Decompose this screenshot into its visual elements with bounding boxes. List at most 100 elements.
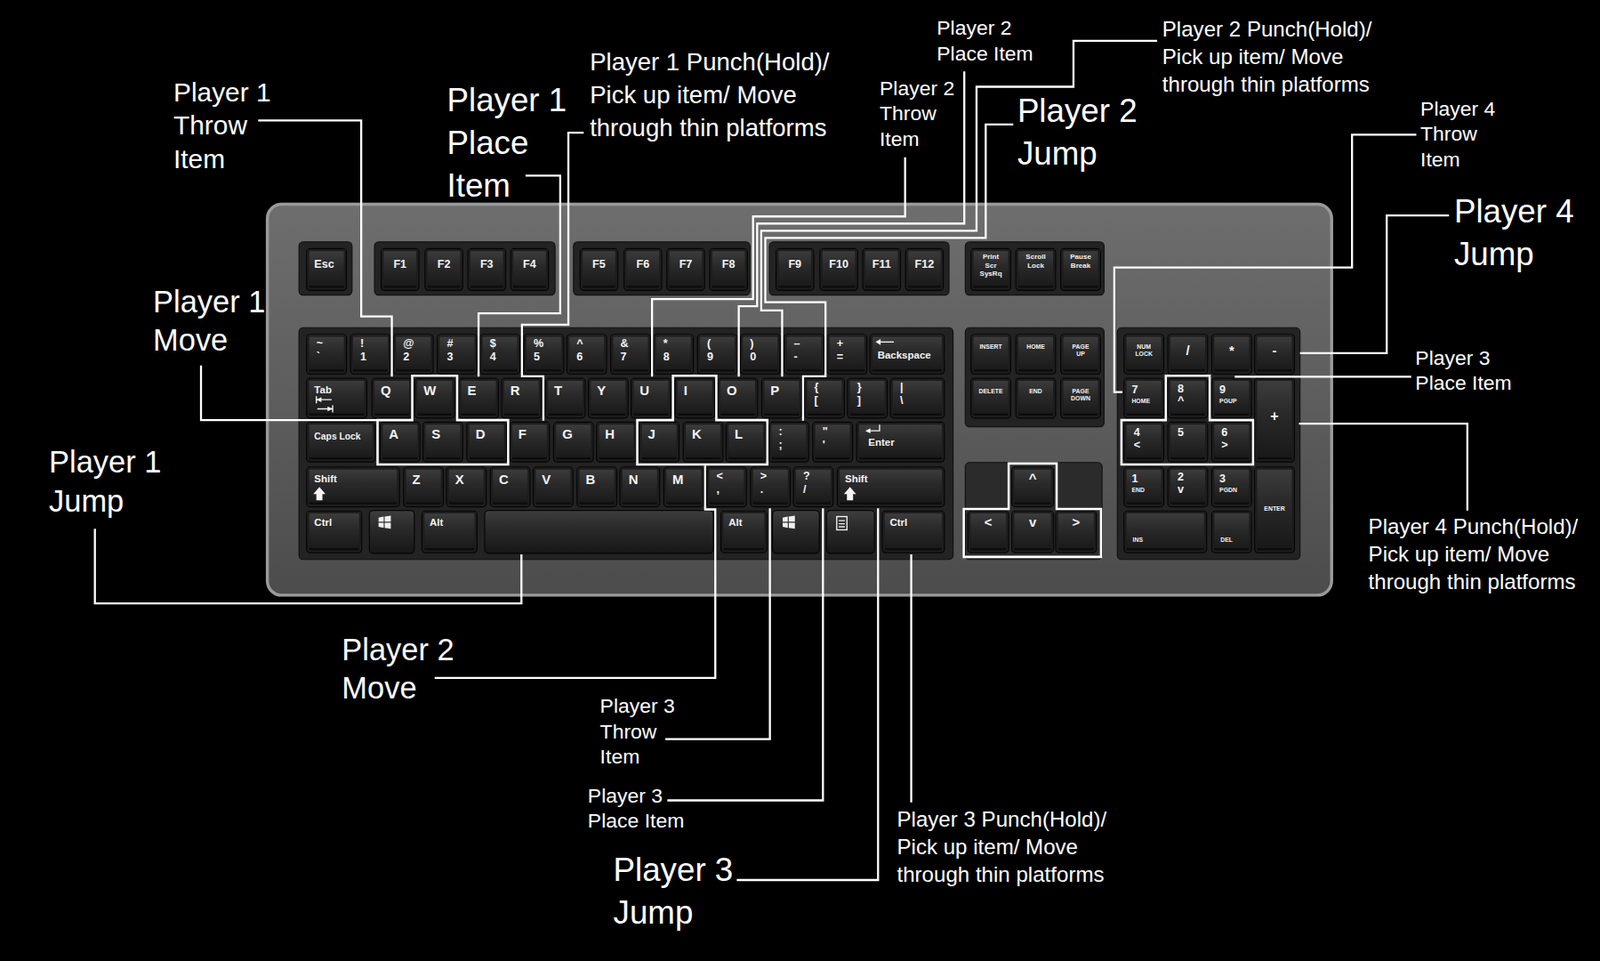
callout-label: Player 2 Move (341, 630, 469, 707)
key-legend: J (648, 426, 679, 443)
keycap: Shift (305, 466, 401, 507)
leader-line (478, 175, 561, 377)
callout-label: Player 4 Jump (1454, 189, 1598, 275)
key-legend: F2 (425, 257, 462, 271)
keycap: {[ (804, 377, 845, 419)
leader-line (1234, 375, 1411, 378)
leader-lines (95, 40, 1468, 880)
key-legend: C (498, 471, 530, 487)
keycap: END (1015, 377, 1057, 419)
keycap: F12 (905, 248, 945, 291)
windows-key (369, 510, 414, 554)
callout-label: Player 1 Place Item (447, 78, 580, 208)
keycap: O (717, 377, 759, 419)
keycap: B (576, 466, 618, 507)
keycap: HOME (1015, 333, 1057, 375)
key-legend: 9 (1219, 382, 1252, 395)
key-legend: Esc (313, 257, 346, 271)
key-legend: 8 (663, 350, 693, 364)
key-legend: Q (380, 382, 411, 398)
key-legend: F4 (511, 257, 548, 271)
key-legend: ; (778, 437, 808, 451)
key-legend: { (814, 380, 845, 394)
logo-pane (385, 522, 392, 529)
key-well (298, 241, 353, 296)
keycap: #3 (436, 333, 478, 375)
key-legend: N (628, 471, 660, 487)
keycap: W (414, 377, 456, 419)
leader-line (665, 507, 771, 739)
keycap: 6> (1211, 421, 1253, 463)
keycap: PauseBreak (1060, 248, 1102, 291)
key-well (374, 241, 555, 296)
key-legend: K (691, 426, 723, 443)
keycap: < (967, 510, 1010, 554)
key-legend: 8 (1177, 381, 1207, 394)
keycap: F (509, 421, 551, 463)
keycap: Enter (856, 421, 946, 463)
keycap: $4 (479, 333, 521, 375)
key-legend: Z (412, 471, 443, 487)
key-group-outline (1121, 375, 1254, 465)
key-legend: ^ (576, 337, 606, 351)
keycap: NUM LOCK (1123, 333, 1165, 375)
key-legend: 1 (360, 350, 390, 364)
key-legend: Alt (728, 516, 766, 530)
leader-line (909, 554, 912, 803)
leader-line (257, 120, 392, 377)
key-legend: W (423, 382, 454, 398)
callout-label: Player 2 Jump (1017, 88, 1161, 175)
keycap: 5 (1167, 421, 1209, 463)
key-legend: / (803, 482, 833, 497)
leader-line (761, 40, 1158, 377)
keycap: DEL (1211, 510, 1253, 554)
key-icons (316, 341, 894, 431)
key-legend: ^ (1177, 393, 1207, 407)
key-legend: 7 (620, 350, 651, 364)
arrow-head (327, 406, 333, 412)
key-legend: * (663, 337, 693, 351)
key-legend: 5 (533, 350, 563, 364)
key-legend: \ (900, 393, 944, 408)
key-legend: PGUP (1219, 394, 1252, 408)
key-legend: F10 (820, 257, 857, 271)
keycap: F6 (623, 248, 663, 291)
key-well (964, 462, 1102, 560)
keycap: Z (402, 466, 444, 507)
shift-arrow (844, 486, 857, 500)
callout-label: Player 2 Throw Item (879, 75, 959, 153)
arrow-head (316, 396, 322, 403)
key-legend: INS (1133, 535, 1207, 544)
key-legend: HOME (1022, 344, 1050, 352)
key-legend: SysRq (978, 269, 1004, 278)
keycap: <, (706, 466, 748, 507)
keycap: >. (749, 466, 791, 507)
key-legend: Shift (313, 472, 399, 485)
keycap: * (1211, 333, 1253, 375)
keycap: 2v (1167, 466, 1209, 507)
shift-arrow (313, 486, 326, 500)
keycap: Caps Lock (305, 421, 376, 463)
key-legend: ? (803, 469, 833, 483)
key-legend: T (554, 382, 585, 398)
key-legend: Print Scr (978, 253, 1004, 270)
key-legend: < (715, 469, 746, 483)
menu-icon-lines (838, 520, 845, 527)
key-legend: Break (1068, 261, 1094, 270)
logo-pane (385, 514, 392, 522)
key-legend: [ (814, 393, 845, 408)
keycap: ENTER (1254, 466, 1295, 554)
key-legend: Y (596, 382, 628, 398)
key-legend: F1 (381, 257, 419, 271)
leader-line (522, 132, 584, 421)
keycap: &7 (610, 333, 652, 375)
leader-line (1300, 215, 1450, 354)
key-legend: > (760, 469, 790, 483)
logo-pane (378, 522, 385, 528)
key-legend: 7 (1131, 382, 1164, 395)
keycap: –- (783, 333, 825, 375)
backspace-arrow (877, 341, 894, 343)
keycap: Shift (836, 466, 946, 507)
key-well (1117, 327, 1300, 559)
